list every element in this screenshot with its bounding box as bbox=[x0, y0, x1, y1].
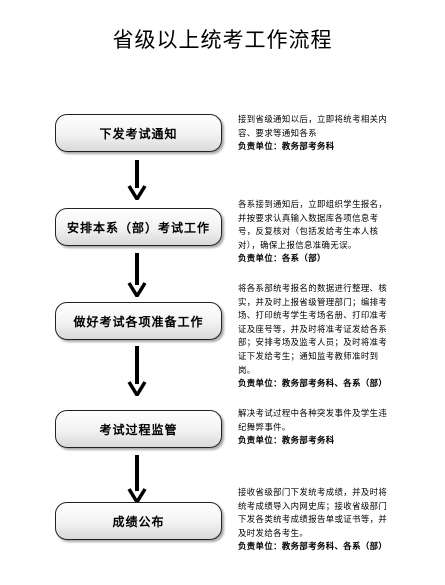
step-description-arrange-department-exam: 各系接到通知后，立即组织学生报名，并按要求认真输入数据库各项信息考号，反复核对（… bbox=[238, 198, 388, 266]
step-label: 下发考试通知 bbox=[99, 126, 178, 141]
responsible-unit: 各系（部） bbox=[281, 253, 326, 264]
step-description-publish-results: 接收省级部门下发统考成绩，并及时将统考成绩导入内网史库；接收省级部门下发各类统考… bbox=[238, 486, 388, 554]
step-box-issue-notice: 下发考试通知 bbox=[55, 114, 222, 152]
responsible-line: 负责单位：教务部考务科 bbox=[238, 140, 388, 154]
down-arrow-icon bbox=[127, 455, 147, 503]
description-text: 各系接到通知后，立即组织学生报名，并按要求认真输入数据库各项信息考号，反复核对（… bbox=[238, 199, 388, 250]
down-arrow-icon bbox=[127, 346, 147, 396]
step-description-prepare-exam: 将各系部统考报名的数据进行整理、核实，并及时上报省级管理部门；编排考场、打印统考… bbox=[238, 282, 388, 391]
step-label: 做好考试各项准备工作 bbox=[73, 314, 204, 329]
step-box-exam-supervision: 考试过程监管 bbox=[55, 410, 222, 448]
description-text: 接到省级通知以后，立即将统考相关内容、要求等通知各系 bbox=[238, 114, 388, 138]
step-box-arrange-department-exam: 安排本系（部）考试工作 bbox=[55, 208, 222, 246]
responsible-label: 负责单位： bbox=[238, 253, 282, 264]
description-text: 接收省级部门下发统考成绩，并及时将统考成绩导入内网史库；接收省级部门下发各类统考… bbox=[238, 487, 388, 538]
step-box-prepare-exam: 做好考试各项准备工作 bbox=[55, 302, 222, 340]
step-label: 考试过程监管 bbox=[99, 422, 178, 437]
responsible-unit: 教务部考务科、各系（部） bbox=[281, 541, 388, 552]
page-title: 省级以上统考工作流程 bbox=[112, 28, 333, 52]
description-text: 解决考试过程中各种突发事件及学生违纪舞弊事件。 bbox=[238, 408, 388, 432]
responsible-label: 负责单位： bbox=[238, 541, 282, 552]
responsible-line: 负责单位：教务部考务科、各系（部） bbox=[238, 540, 388, 554]
responsible-unit: 教务部考务科、各系（部） bbox=[281, 378, 388, 389]
step-description-exam-supervision: 解决考试过程中各种突发事件及学生违纪舞弊事件。 负责单位：教务部考务科 bbox=[238, 407, 388, 448]
step-label: 安排本系（部）考试工作 bbox=[66, 220, 210, 235]
down-arrow-icon bbox=[127, 253, 147, 297]
description-text: 将各系部统考报名的数据进行整理、核实，并及时上报省级管理部门；编排考场、打印统考… bbox=[238, 283, 388, 375]
responsible-label: 负责单位： bbox=[238, 141, 282, 152]
responsible-line: 负责单位：教务部考务科、各系（部） bbox=[238, 377, 388, 391]
step-description-issue-notice: 接到省级通知以后，立即将统考相关内容、要求等通知各系 负责单位：教务部考务科 bbox=[238, 113, 388, 154]
responsible-label: 负责单位： bbox=[238, 378, 282, 389]
step-box-publish-results: 成绩公布 bbox=[55, 502, 222, 540]
responsible-unit: 教务部考务科 bbox=[281, 141, 335, 152]
down-arrow-icon bbox=[127, 160, 147, 200]
responsible-line: 负责单位：各系（部） bbox=[238, 252, 388, 266]
responsible-label: 负责单位： bbox=[238, 435, 282, 446]
step-label: 成绩公布 bbox=[112, 514, 165, 529]
responsible-unit: 教务部考务科 bbox=[281, 435, 335, 446]
responsible-line: 负责单位：教务部考务科 bbox=[238, 434, 388, 448]
